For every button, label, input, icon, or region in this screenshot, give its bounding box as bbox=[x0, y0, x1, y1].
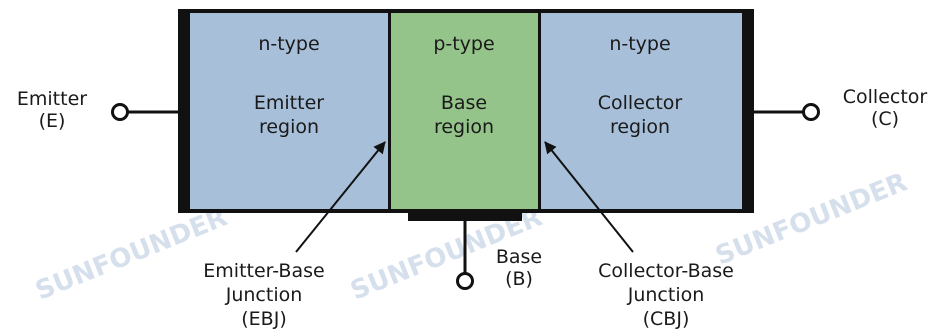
emitter-region-name-line1: Emitter bbox=[254, 92, 324, 114]
base-region-type: p-type bbox=[433, 33, 494, 55]
collector-terminal-symbol: (C) bbox=[871, 108, 899, 130]
base-terminal-label: Base bbox=[496, 246, 542, 268]
base-contact bbox=[408, 209, 522, 221]
emitter-terminal-label: Emitter bbox=[17, 88, 87, 110]
emitter-region bbox=[190, 13, 388, 209]
collector-terminal bbox=[802, 103, 820, 121]
cbj-label-line2: Junction bbox=[627, 284, 705, 306]
base-terminal-symbol: (B) bbox=[505, 268, 533, 290]
emitter-region-type: n-type bbox=[258, 33, 319, 55]
ebj-arrow bbox=[295, 141, 386, 253]
cbj-label-line1: Collector-Base bbox=[598, 260, 734, 282]
base-region-name-line2: region bbox=[434, 116, 494, 138]
collector-region-name-line2: region bbox=[610, 116, 670, 138]
watermark-left: SUNFOUNDER bbox=[31, 202, 231, 306]
emitter-terminal bbox=[111, 103, 129, 121]
collector-terminal-label: Collector bbox=[843, 86, 928, 108]
emitter-region-name-line2: region bbox=[259, 116, 319, 138]
collector-region-name-line1: Collector bbox=[598, 92, 683, 114]
collector-region bbox=[541, 13, 742, 209]
base-region-name-line1: Base bbox=[441, 92, 487, 114]
emitter-terminal-symbol: (E) bbox=[39, 110, 66, 132]
base-terminal bbox=[456, 272, 474, 290]
ebj-label-line1: Emitter-Base bbox=[203, 260, 324, 282]
cbj-arrow bbox=[544, 141, 634, 253]
ebj-label-line2: Junction bbox=[225, 284, 303, 306]
collector-region-type: n-type bbox=[609, 33, 670, 55]
ebj-label-line3: (EBJ) bbox=[241, 308, 286, 330]
cbj-label-line3: (CBJ) bbox=[643, 308, 690, 330]
base-region bbox=[391, 13, 538, 209]
